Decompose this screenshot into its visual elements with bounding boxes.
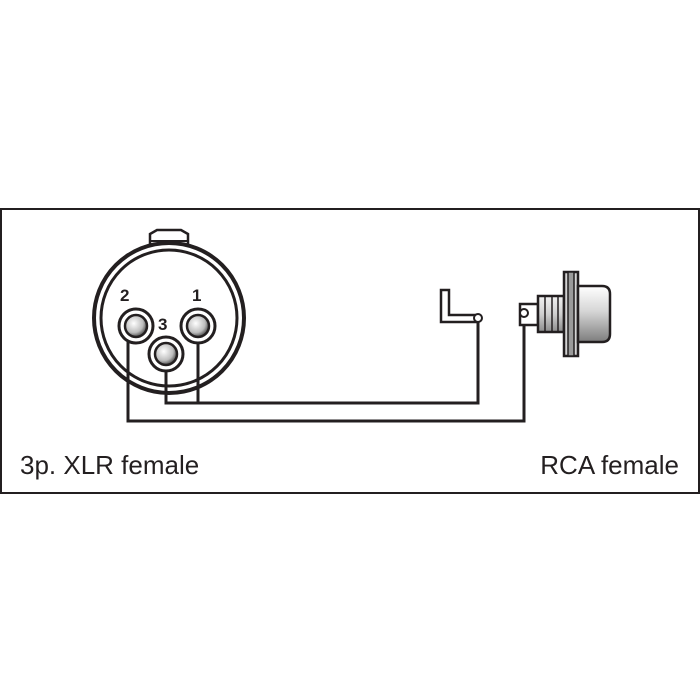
xlr-pin-label-3: 3 (158, 315, 167, 334)
xlr-connector: 2 3 1 (92, 228, 246, 395)
xlr-socket-3 (147, 335, 185, 373)
wire-ground (126, 318, 526, 423)
xlr-socket-1 (179, 307, 217, 345)
xlr-label: 3p. XLR female (20, 450, 200, 480)
rca-tip-solder-point (473, 313, 483, 323)
rca-label: RCA female (540, 450, 679, 480)
rca-body (536, 294, 566, 334)
wires (126, 318, 526, 423)
xlr-pin-label-2: 2 (120, 286, 129, 305)
xlr-pin-label-1: 1 (192, 286, 201, 305)
rca-cap (576, 284, 612, 344)
rca-ground-solder-point (519, 308, 529, 318)
xlr-inner-ring (99, 248, 239, 388)
rca-connector (439, 270, 612, 358)
rca-tip-lug (439, 288, 478, 324)
wire-signal (164, 322, 480, 405)
xlr-socket-2 (117, 307, 155, 345)
